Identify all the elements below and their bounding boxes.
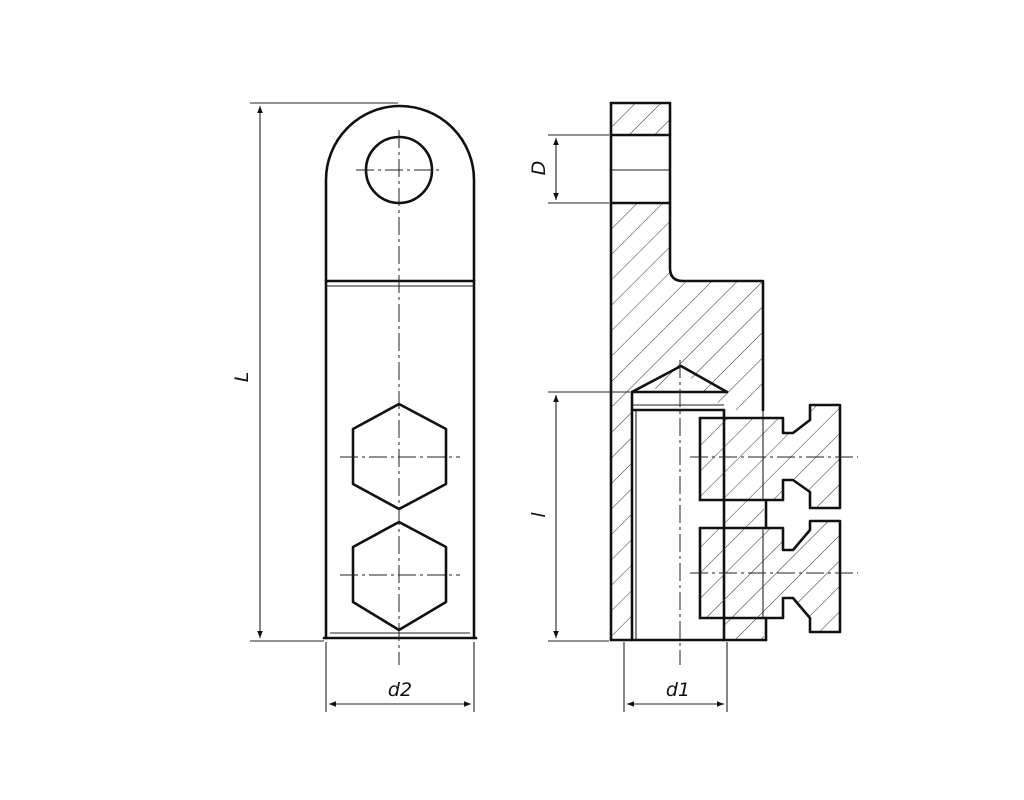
section-top-block-hatch (611, 103, 670, 135)
front-body-outline (324, 104, 476, 640)
section-mid-wall-hatch (724, 500, 764, 528)
section-drill-cone (630, 364, 729, 394)
section-view (609, 101, 858, 665)
front-view (322, 104, 478, 665)
dimension-D-label: D (528, 161, 550, 176)
screw-lower-hatch (700, 521, 840, 632)
dimension-d1: d1 (623, 642, 728, 712)
dimension-l-label: l (528, 512, 550, 518)
screw-lower-outline (698, 519, 842, 634)
dimension-L: L (231, 102, 398, 642)
section-lower-wall-hatch (724, 618, 764, 640)
dimension-D: D (528, 134, 609, 204)
dimension-d2: d2 (325, 642, 475, 712)
dimension-d2-label: d2 (388, 679, 412, 701)
dimension-L-label: L (231, 372, 253, 383)
section-body-outline (609, 101, 765, 412)
dimension-d1-label: d1 (666, 679, 690, 701)
dimension-l: l (528, 391, 630, 642)
section-body-hatch (611, 203, 763, 640)
